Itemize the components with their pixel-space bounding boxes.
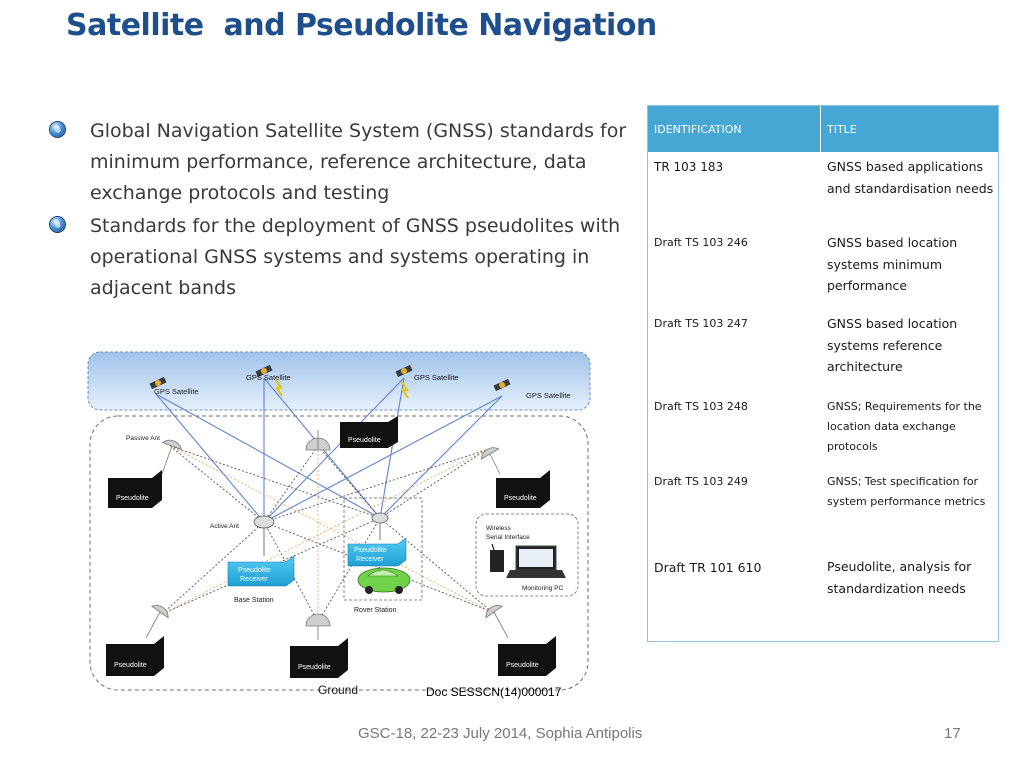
table-row: Draft TS 103 247 GNSS based location sys… xyxy=(648,316,998,378)
monitoring-pc-label: Monitoring PC xyxy=(522,585,563,592)
pseudolite-top-center: Pseudolite xyxy=(340,416,398,448)
pseudolite-label: Pseudolite xyxy=(298,664,331,671)
table-row: Draft TS 103 249 GNSS; Test specificatio… xyxy=(648,475,998,512)
wireless-label-line2: Serial Interface xyxy=(486,534,530,541)
bullet-text: Standards for the deployment of GNSS pse… xyxy=(90,215,621,299)
satellite-label: GPS Satellite xyxy=(154,387,199,396)
table-header: IDENTIFICATION TITLE xyxy=(648,106,998,152)
wireless-device-icon xyxy=(490,543,504,572)
pseudolite-antennas xyxy=(145,430,509,640)
gps-satellite-2: GPS Satellite xyxy=(246,364,291,397)
laptop-icon xyxy=(506,545,566,578)
cell-title: GNSS based location systems reference ar… xyxy=(827,316,958,374)
pseudolite-label: Pseudolite xyxy=(348,437,381,444)
pseudolite-bottom-right: Pseudolite xyxy=(498,636,556,676)
slide-title: Satellite and Pseudolite Navigation xyxy=(66,8,657,43)
receiver-label-line1: Pseudolite xyxy=(354,547,387,554)
pseudolite-bottom-left: Pseudolite xyxy=(106,636,164,676)
cell-identification: Draft TS 103 248 xyxy=(654,400,748,413)
rover-car-icon xyxy=(357,567,411,594)
document-reference: Doc SESSCN(14)000017 xyxy=(426,685,562,699)
cell-title: GNSS; Requirements for the location data… xyxy=(827,400,982,453)
cell-identification: TR 103 183 xyxy=(654,160,724,174)
wireless-label-line1: Wireless xyxy=(486,525,512,532)
cell-identification: Draft TS 103 249 xyxy=(654,475,748,488)
sky-region xyxy=(87,351,591,411)
pseudolite-navigation-diagram: GPS Satellite GPS Satellite GPS Satellit… xyxy=(87,351,591,697)
pseudolite-cross-lines xyxy=(161,445,493,622)
cell-title: GNSS; Test specification for system perf… xyxy=(827,475,986,508)
globe-bullet-icon xyxy=(50,122,65,137)
pseudolite-label: Pseudolite xyxy=(116,495,149,502)
satellite-label: GPS Satellite xyxy=(526,391,571,400)
receiver-label-line2: Receiver xyxy=(356,556,384,563)
cell-identification: Draft TR 101 610 xyxy=(654,560,762,575)
bullet-text: Global Navigation Satellite System (GNSS… xyxy=(90,120,627,204)
footer-event: GSC-18, 22-23 July 2014, Sophia Antipoli… xyxy=(358,725,643,742)
table-row: TR 103 183 GNSS based applications and s… xyxy=(648,159,998,199)
header-title: TITLE xyxy=(820,106,996,152)
receiver-label-line1: Pseudolite xyxy=(238,567,271,574)
table-row: Draft TR 101 610 Pseudolite, analysis fo… xyxy=(648,559,998,599)
cell-title: GNSS based applications and standardisat… xyxy=(827,159,994,196)
active-ant-label: Active Ant xyxy=(210,523,239,530)
globe-bullet-icon xyxy=(50,217,65,232)
header-identification: IDENTIFICATION xyxy=(654,122,742,136)
gps-satellite-1: GPS Satellite xyxy=(149,376,199,396)
ground-label: Ground xyxy=(318,683,358,697)
active-antenna-rover xyxy=(371,512,389,524)
table-row: Draft TS 103 248 GNSS; Requirements for … xyxy=(648,400,998,457)
rover-station-receiver: Pseudolite Receiver xyxy=(347,537,407,567)
standards-table: IDENTIFICATION TITLE TR 103 183 GNSS bas… xyxy=(647,105,999,642)
bullet-item-gnss-standards: Global Navigation Satellite System (GNSS… xyxy=(48,116,628,209)
base-station-receiver: Pseudolite Receiver xyxy=(227,555,295,587)
cell-identification: Draft TS 103 246 xyxy=(654,236,748,249)
bullet-list: Global Navigation Satellite System (GNSS… xyxy=(48,116,628,306)
table-row: Draft TS 103 246 GNSS based location sys… xyxy=(648,235,998,297)
pseudolite-top-left: Pseudolite xyxy=(108,470,162,508)
pseudolite-label: Pseudolite xyxy=(114,662,147,669)
pseudolite-label: Pseudolite xyxy=(504,495,537,502)
satellite-label: GPS Satellite xyxy=(246,373,291,382)
pseudolite-top-right: Pseudolite xyxy=(496,470,550,508)
bullet-item-pseudolite-standards: Standards for the deployment of GNSS pse… xyxy=(48,211,628,304)
passive-ant-label: Passive Ant xyxy=(126,435,160,442)
pseudolite-bottom-center: Pseudolite xyxy=(290,638,348,678)
cell-identification: Draft TS 103 247 xyxy=(654,317,748,330)
receiver-label-line2: Receiver xyxy=(240,576,268,583)
satellite-label: GPS Satellite xyxy=(414,373,459,382)
pseudolite-label: Pseudolite xyxy=(506,662,539,669)
cell-title: GNSS based location systems minimum perf… xyxy=(827,235,958,293)
cell-title: Pseudolite, analysis for standardization… xyxy=(827,559,972,596)
base-station-label: Base Station xyxy=(234,597,274,604)
gps-satellite-3: GPS Satellite xyxy=(395,364,459,399)
rover-station-label: Rover Station xyxy=(354,607,397,614)
active-antenna-base xyxy=(253,515,275,529)
gps-satellite-4: GPS Satellite xyxy=(493,378,571,400)
ground-region xyxy=(89,415,589,691)
page-number: 17 xyxy=(944,725,961,742)
